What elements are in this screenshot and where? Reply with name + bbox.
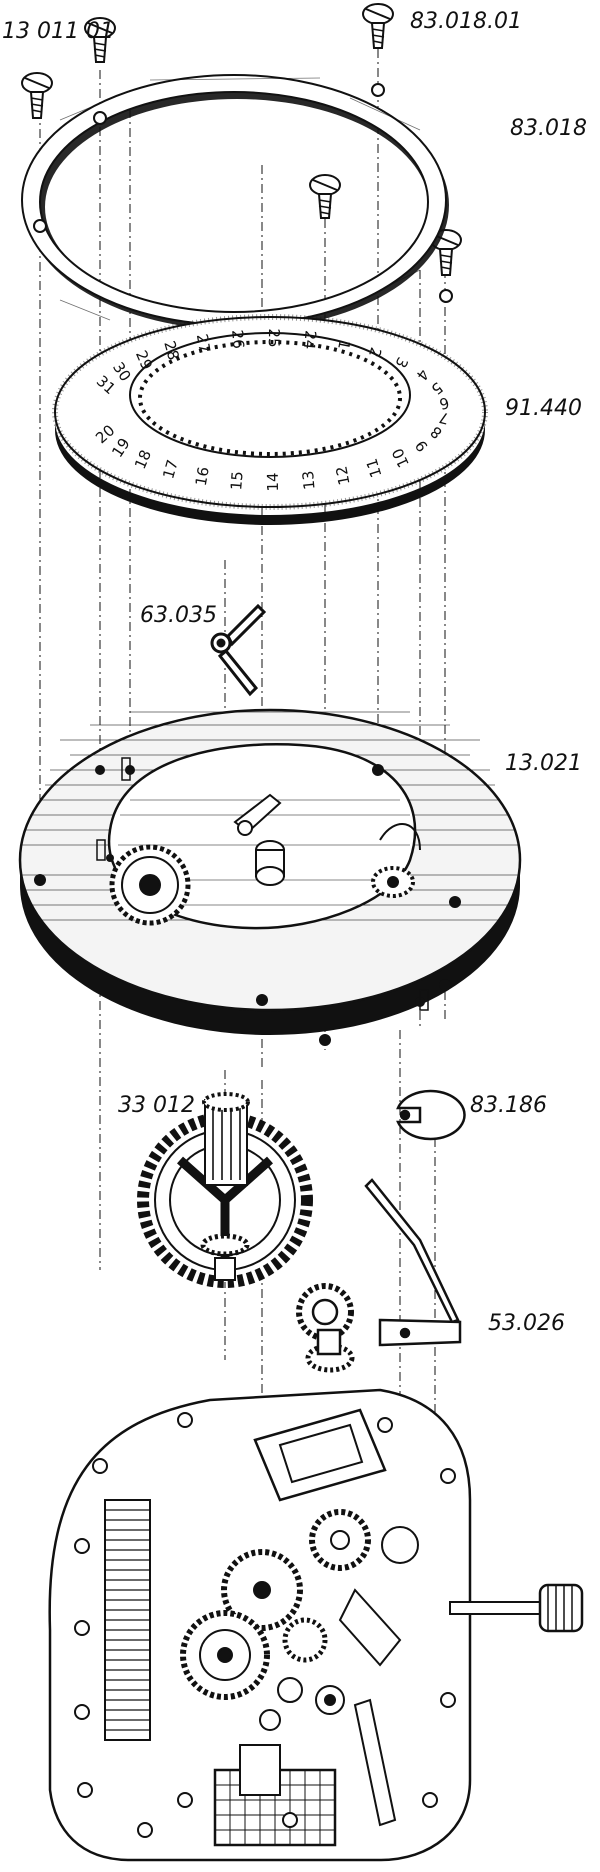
label-wheel-33-012: 33 012 bbox=[118, 1093, 195, 1118]
screw-mid bbox=[309, 174, 341, 219]
main-plate bbox=[18, 708, 522, 1046]
label-jumper-63-035: 63.035 bbox=[140, 603, 217, 628]
retaining-ring bbox=[20, 74, 453, 337]
dial-number: 11 bbox=[363, 456, 386, 480]
dial-number: 28 bbox=[160, 339, 183, 362]
dial-number: 12 bbox=[332, 464, 353, 486]
screw-upper-left bbox=[84, 17, 116, 63]
dial-number: 7 bbox=[437, 408, 451, 428]
dial-number: 27 bbox=[193, 332, 214, 354]
washer bbox=[396, 1089, 466, 1141]
label-date-disc-91-440: 91.440 bbox=[505, 396, 582, 421]
date-lever bbox=[296, 1178, 462, 1373]
dial-number: 25 bbox=[265, 328, 283, 347]
dial-number: 1 bbox=[334, 338, 353, 351]
calendar-wheel bbox=[137, 1092, 313, 1288]
dial-number: 14 bbox=[264, 472, 282, 491]
screw-upper-right bbox=[362, 3, 394, 49]
screw-left bbox=[21, 72, 53, 119]
movement-base bbox=[48, 1388, 584, 1862]
label-washer-83-186: 83.186 bbox=[470, 1093, 547, 1118]
label-plate-13-021: 13.021 bbox=[505, 751, 582, 776]
dial-number: 26 bbox=[228, 329, 247, 349]
jumper-spring bbox=[210, 603, 267, 697]
dial-number: 13 bbox=[299, 470, 319, 491]
label-screw-83-018-01: 83.018.01 bbox=[410, 9, 522, 34]
label-lever-53-026: 53.026 bbox=[488, 1311, 565, 1336]
label-screw-13-011-01: 13 011 01 bbox=[2, 19, 114, 44]
dial-number: 6 bbox=[437, 393, 451, 413]
dial-number: 16 bbox=[192, 465, 213, 487]
dial-number: 15 bbox=[227, 470, 246, 490]
label-ring-83-018: 83.018 bbox=[510, 116, 587, 141]
dial-number: 17 bbox=[159, 458, 182, 481]
dial-number: 24 bbox=[300, 329, 320, 350]
